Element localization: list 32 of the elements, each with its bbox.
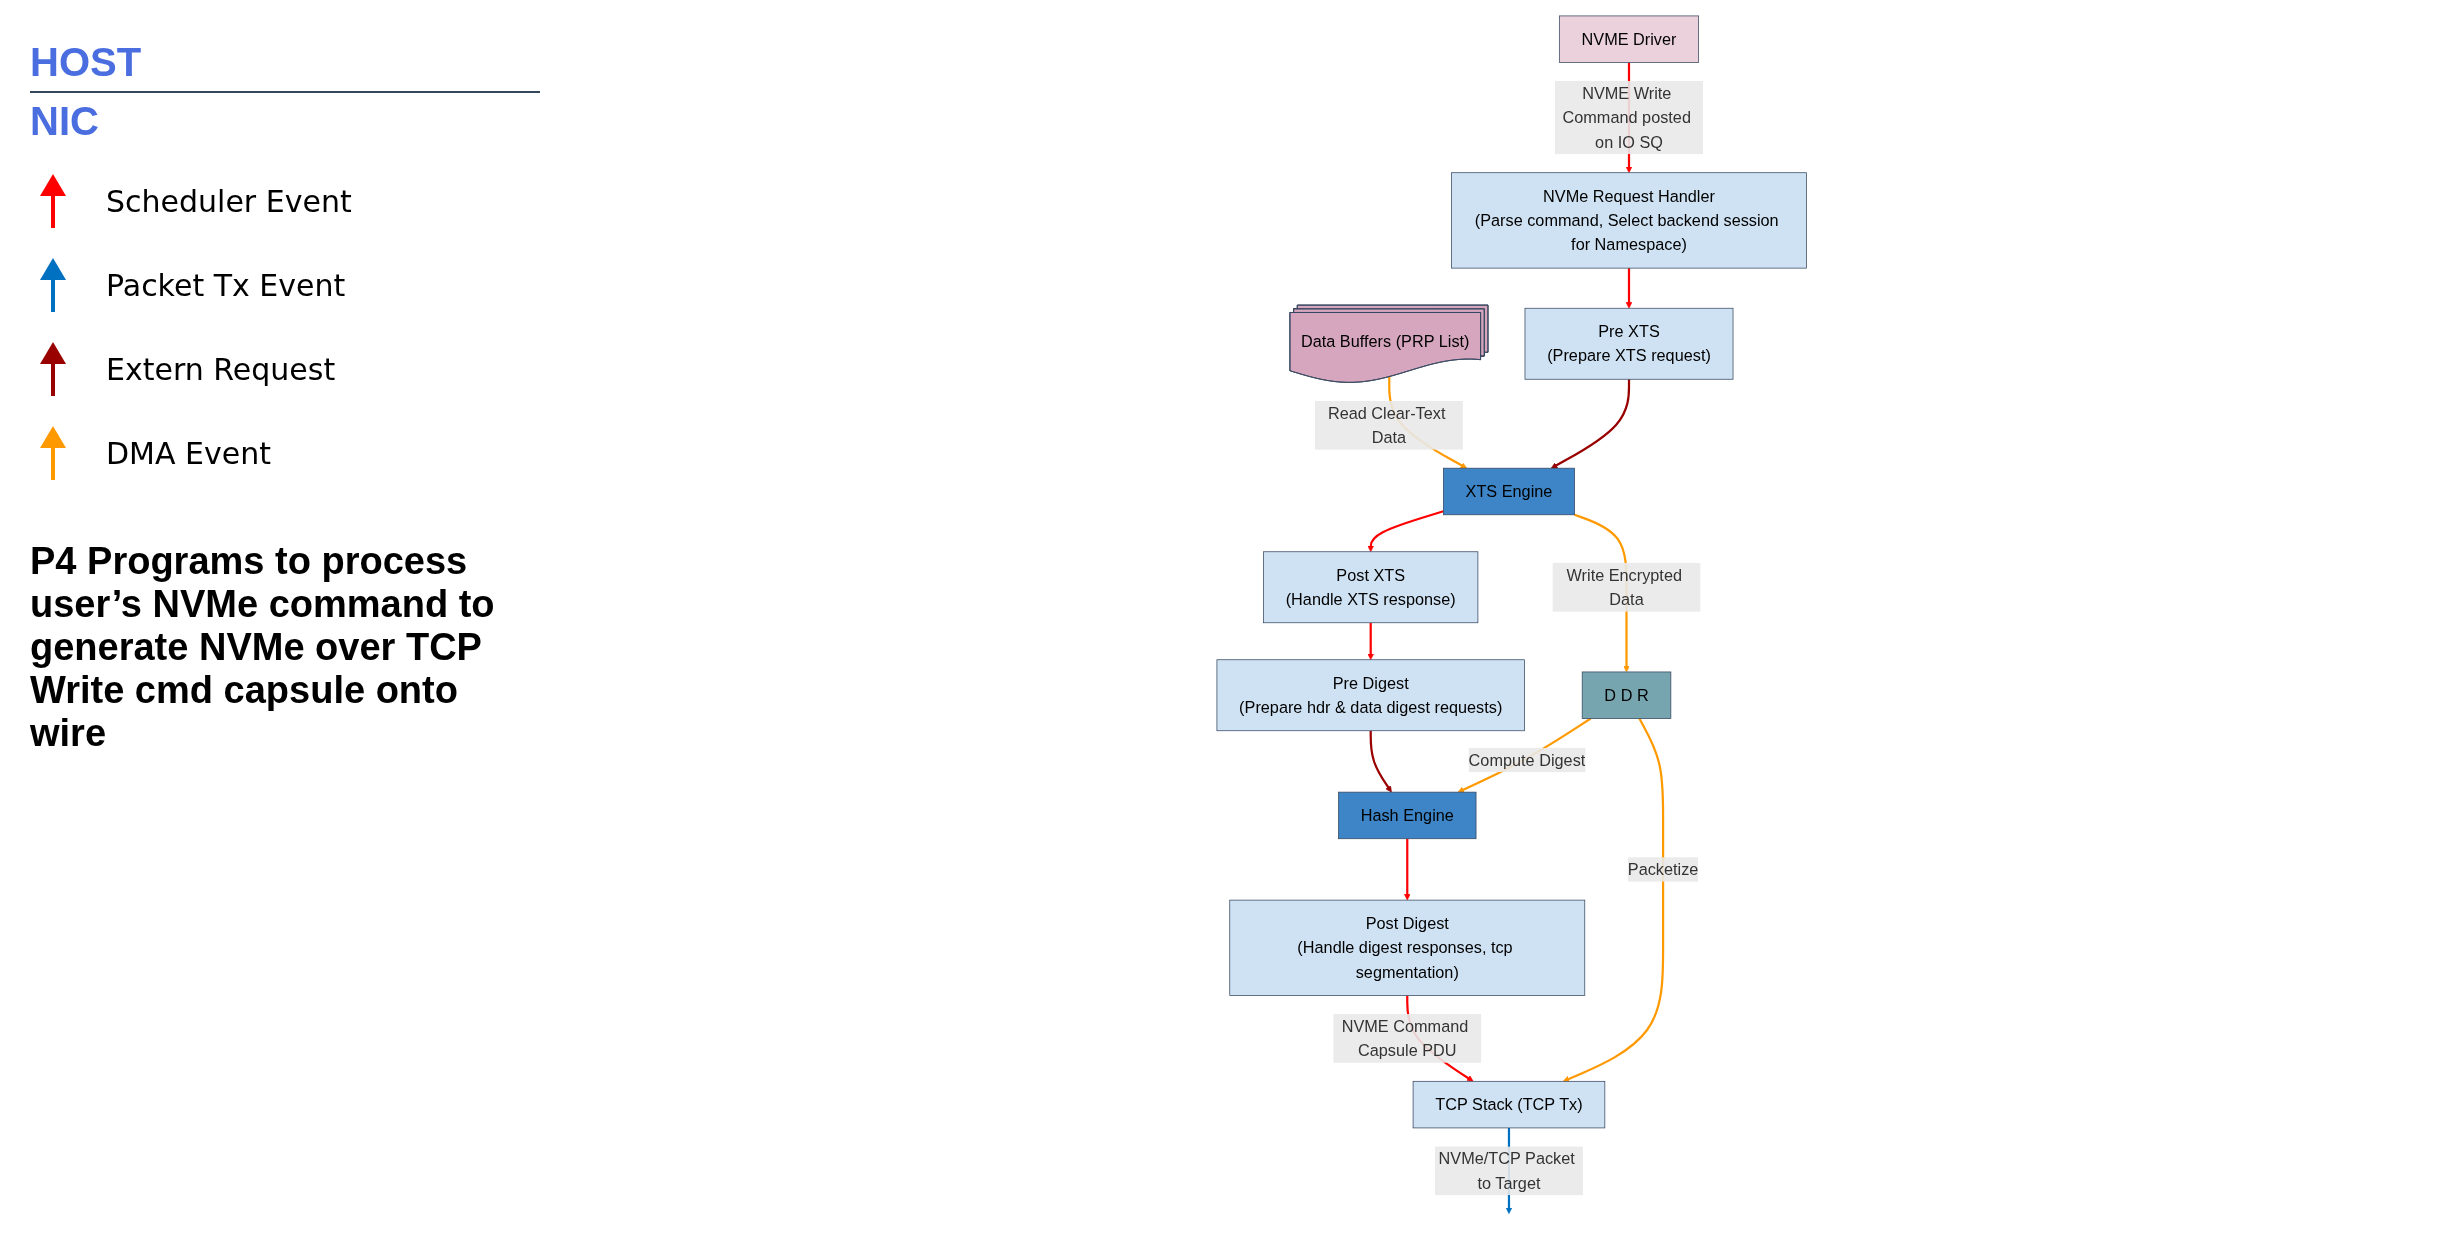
note-text: P4 Programs to process user’s NVMe command to generate NVMe over TCP Write cmd capsule onto wire <box>30 540 496 755</box>
edge-label: NVME Write Command posted on IO SQ <box>1562 83 1691 151</box>
node-box: NVME Driver <box>1558 15 1699 63</box>
node-box: Hash Engine <box>1337 791 1477 839</box>
node-box: Pre XTS (Prepare XTS request) <box>1524 307 1734 380</box>
arrow <box>1369 730 1392 792</box>
arrow <box>1562 717 1664 1082</box>
edge-label: NVMe/TCP Packet to Target <box>1438 1148 1575 1192</box>
node-box: Post Digest (Handle digest responses, tcp segmentation) <box>1229 899 1585 996</box>
arrow <box>1403 838 1411 900</box>
legend-label: DMA Event <box>106 435 271 471</box>
edge-label: Compute Digest <box>1468 750 1586 769</box>
legend-label: Scheduler Event <box>106 183 352 219</box>
arrow <box>1367 622 1374 660</box>
legend-label: Packet Tx Event <box>106 267 346 303</box>
node-box: D D R <box>1581 671 1671 719</box>
edge-label: Packetize <box>1627 859 1699 879</box>
arrow <box>1550 378 1630 468</box>
arrow <box>1367 509 1444 552</box>
arrow <box>1457 717 1592 793</box>
section-label: HOST <box>30 40 142 85</box>
section-label: NIC <box>30 99 99 144</box>
node-box: Pre Digest (Prepare hdr & data digest requests) <box>1216 658 1525 731</box>
node-box: TCP Stack (TCP Tx) <box>1412 1080 1605 1128</box>
node-box: Post XTS (Handle XTS response) <box>1262 550 1479 623</box>
arrow <box>1625 267 1633 309</box>
edge-label: Write Encrypted Data <box>1566 565 1682 609</box>
node-box: XTS Engine <box>1442 467 1575 515</box>
edge-label: NVME Command Capsule PDU <box>1341 1016 1469 1060</box>
legend-label: Extern Request <box>106 351 336 387</box>
edge-label: Read Clear-Text Data <box>1327 403 1446 447</box>
node-box: NVMe Request Handler (Parse command, Select backend session for Namespace) <box>1450 171 1807 268</box>
